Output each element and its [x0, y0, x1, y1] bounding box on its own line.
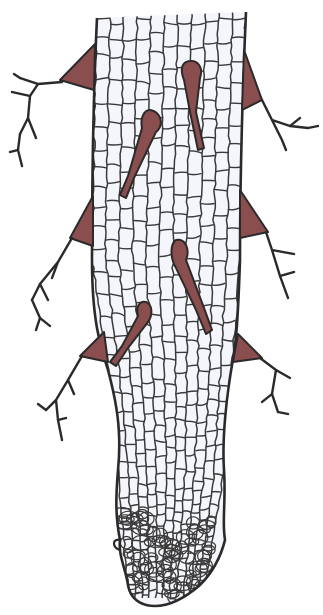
cell-cross-wall: [108, 276, 121, 277]
lateral-root-branch: [14, 74, 20, 78]
lateral-root-branch: [308, 126, 318, 128]
cell-cross-wall: [190, 597, 197, 598]
lateral-root-base-upper-left: [60, 44, 95, 90]
cell-cross-wall: [170, 599, 177, 600]
cell-cross-wall: [165, 508, 174, 509]
cell-cross-wall: [115, 336, 127, 337]
cell-cross-wall: [124, 15, 138, 16]
cell-cross-wall: [163, 69, 177, 70]
cell-cross-wall: [108, 144, 122, 145]
cell-cross-wall: [135, 440, 145, 441]
cell-cross-wall: [138, 497, 147, 498]
cell-cross-wall: [193, 490, 202, 491]
lateral-root-branch: [290, 118, 300, 126]
cell-cross-wall: [187, 321, 199, 322]
cell-cross-wall: [166, 478, 175, 479]
root-cap-cell: [193, 598, 205, 608]
cell-cross-wall: [205, 461, 215, 462]
lateral-root-branch: [32, 300, 40, 330]
cell-cross-wall: [166, 495, 175, 496]
cell-cross-wall: [145, 431, 155, 432]
lateral-root-branch: [58, 418, 66, 420]
lateral-root-base-middle-left: [70, 196, 93, 246]
lateral-root-base-upper-right: [242, 50, 262, 110]
lateral-root-branch: [20, 96, 30, 134]
lateral-root-base-lower-right: [233, 334, 262, 362]
lateral-root-branch: [280, 272, 294, 276]
root-cap-cell: [187, 593, 198, 609]
cell-cross-wall: [204, 61, 218, 62]
lateral-root-branch: [262, 100, 308, 128]
cell-cross-wall: [227, 250, 240, 251]
cell-cross-wall: [137, 466, 147, 467]
lateral-root-branch: [266, 232, 294, 254]
cell-cross-wall: [132, 540, 140, 541]
cell-cross-wall: [156, 582, 163, 583]
cell-cross-wall: [97, 18, 111, 19]
cell-cross-wall: [130, 368, 141, 369]
cell-cross-wall: [214, 238, 227, 239]
cell-cross-wall: [119, 248, 132, 249]
cell-cross-wall: [196, 450, 206, 451]
cell-cross-wall: [146, 449, 156, 450]
lateral-root-branch: [68, 380, 74, 394]
cell-cross-wall: [165, 520, 174, 521]
lateral-root-branch: [46, 356, 82, 410]
cell-cross-wall: [225, 298, 238, 299]
cell-cross-wall: [196, 435, 206, 436]
cell-cross-wall: [142, 595, 149, 596]
cell-cross-wall: [165, 401, 176, 402]
cell-cross-wall: [161, 300, 174, 301]
lateral-root-branch: [38, 404, 46, 410]
cell-cross-wall: [153, 379, 164, 380]
cell-cross-wall: [174, 195, 188, 196]
lateral-root-base-middle-right: [240, 190, 268, 238]
cell-cross-wall: [221, 365, 232, 366]
lateral-root-branch: [40, 318, 50, 326]
cell-cross-wall: [201, 204, 215, 205]
lateral-root-branch: [262, 394, 272, 402]
cell-cross-wall: [195, 468, 205, 469]
lateral-root-base-lower-left: [80, 332, 108, 362]
cell-cross-wall: [182, 524, 191, 525]
lateral-root-branch: [12, 84, 38, 96]
lateral-root-branch: [40, 284, 48, 300]
cell-cross-wall: [174, 512, 183, 513]
cell-cross-wall: [136, 99, 150, 100]
lateral-root-branch: [278, 412, 288, 414]
cell-cross-wall: [129, 494, 138, 495]
cell-cross-wall: [143, 397, 154, 398]
lateral-root-branch: [28, 118, 36, 138]
lateral-root-branch: [20, 78, 62, 84]
cell-cross-wall: [154, 411, 165, 412]
cell-cross-wall: [217, 429, 227, 430]
cell-cross-wall: [200, 266, 213, 267]
cell-cross-wall: [198, 591, 205, 593]
cell-cross-wall: [106, 260, 119, 261]
cell-cross-wall: [123, 80, 137, 81]
lateral-root-branch: [272, 370, 278, 412]
cell-cross-wall: [156, 526, 164, 527]
lateral-root-branch: [10, 150, 18, 152]
cell-cross-wall: [173, 232, 187, 233]
cell-cross-wall: [194, 481, 203, 482]
lateral-root-branch: [32, 238, 72, 300]
